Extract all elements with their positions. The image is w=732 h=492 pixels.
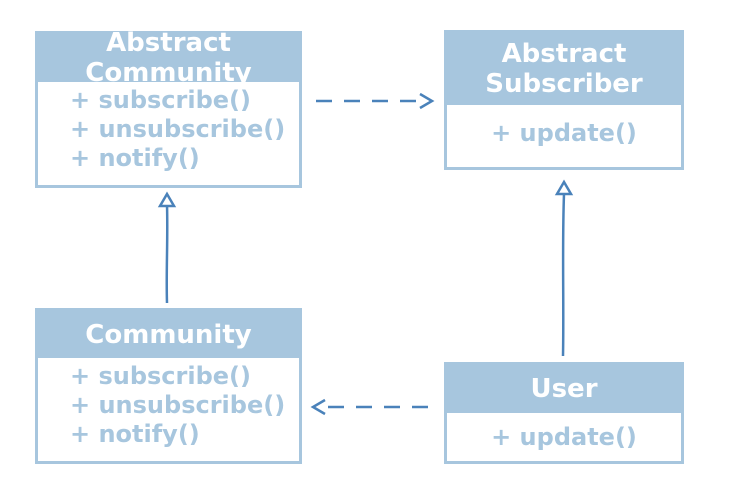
class-name-line1: Abstract — [501, 39, 627, 69]
class-abstract-subscriber[interactable]: Abstract Subscriber + update() — [444, 30, 684, 170]
class-name-line2: Subscriber — [485, 69, 643, 99]
dependency-arrowhead — [419, 92, 435, 110]
dependency-community-to-subscriber — [316, 92, 435, 110]
inheritance-community-to-abstract — [157, 191, 177, 304]
dependency-user-to-community — [310, 398, 428, 416]
inheritance-arrowhead — [157, 191, 177, 208]
class-members: + subscribe() + unsubscribe() + notify() — [38, 82, 299, 173]
dependency-arrowhead — [310, 398, 326, 416]
class-name: User — [530, 374, 598, 404]
class-members: + update() — [447, 105, 681, 148]
class-name: Abstract Community — [85, 28, 252, 88]
method-unsubscribe: + unsubscribe() — [70, 115, 286, 143]
method-subscribe: + subscribe() — [70, 86, 251, 114]
class-name: Community — [85, 319, 252, 350]
class-header: Community — [38, 311, 299, 358]
class-header: Abstract Community — [38, 28, 299, 88]
method-unsubscribe: + unsubscribe() — [70, 391, 286, 419]
method-update: + update() — [491, 423, 637, 451]
class-header: Abstract Subscriber — [447, 33, 681, 105]
class-user[interactable]: User + update() — [444, 362, 684, 464]
method-notify: + notify() — [70, 420, 200, 448]
method-subscribe: + subscribe() — [70, 362, 251, 390]
method-update: + update() — [491, 119, 637, 147]
class-members: + update() — [447, 413, 681, 452]
class-header: User — [447, 365, 681, 413]
class-members: + subscribe() + unsubscribe() + notify() — [38, 358, 299, 449]
inheritance-user-to-subscriber — [554, 179, 574, 357]
method-notify: + notify() — [70, 144, 200, 172]
inheritance-arrowhead — [554, 179, 574, 196]
class-community[interactable]: Community + subscribe() + unsubscribe() … — [35, 308, 302, 464]
class-abstract-community[interactable]: Abstract Community + subscribe() + unsub… — [35, 28, 302, 188]
